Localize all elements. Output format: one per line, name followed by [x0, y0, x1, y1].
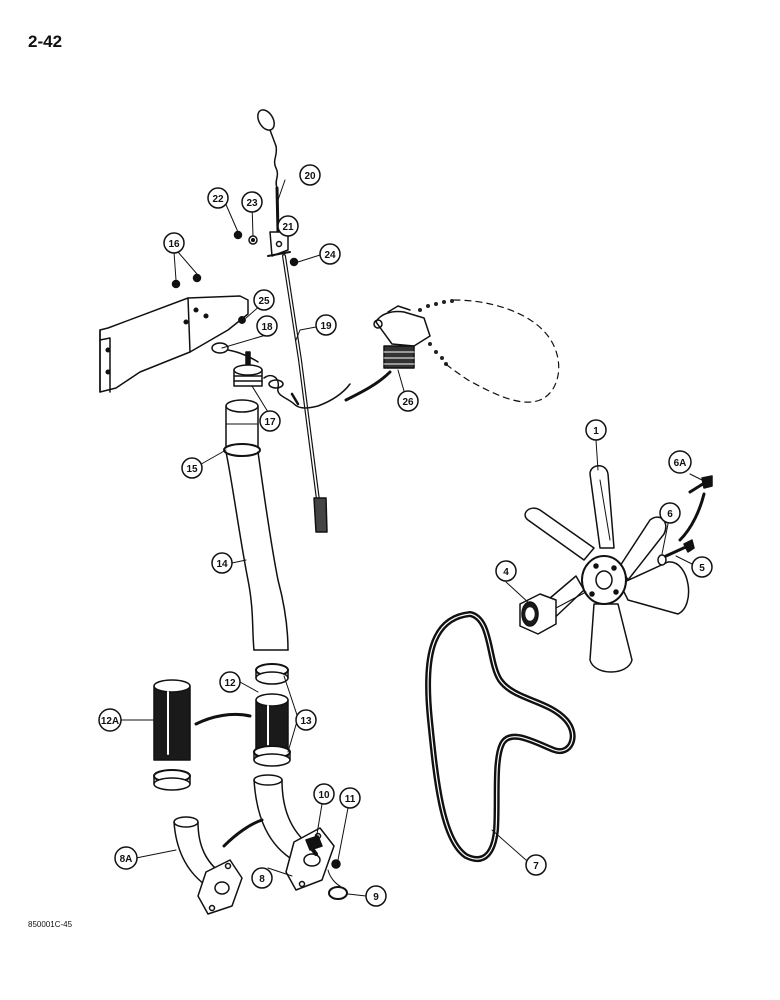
callout-5: 5: [691, 556, 713, 578]
callout-14: 14: [211, 552, 233, 574]
leader-lines: [119, 179, 703, 897]
filler-cap-assembly: [211, 342, 392, 409]
dipstick-assembly: [233, 109, 328, 533]
svg-text:23: 23: [246, 198, 258, 209]
callout-9: 9: [365, 885, 387, 907]
svg-text:15: 15: [186, 464, 198, 475]
callout-7: 7: [525, 854, 547, 876]
cap-detail-26: [373, 299, 560, 403]
svg-text:8: 8: [259, 874, 265, 885]
callout-10: 10: [313, 783, 335, 805]
svg-text:21: 21: [282, 222, 294, 233]
callout-21: 21: [277, 215, 299, 237]
callout-18: 18: [256, 315, 278, 337]
hose-12-clamps-13: [253, 663, 291, 767]
hose-12a: [153, 679, 252, 791]
page-number: 2-42: [28, 32, 63, 51]
callout-23: 23: [241, 191, 263, 213]
callout-6: 6: [659, 502, 681, 524]
svg-text:4: 4: [503, 567, 509, 578]
svg-text:10: 10: [318, 790, 330, 801]
svg-text:13: 13: [300, 716, 312, 727]
callout-26: 26: [397, 390, 419, 412]
callout-19: 19: [315, 314, 337, 336]
svg-text:22: 22: [212, 194, 224, 205]
svg-text:6A: 6A: [674, 458, 687, 469]
callout-22: 22: [207, 187, 229, 209]
svg-text:11: 11: [345, 794, 356, 805]
svg-text:7: 7: [533, 861, 539, 872]
svg-text:12A: 12A: [101, 716, 119, 727]
callout-4: 4: [495, 560, 517, 582]
svg-text:16: 16: [168, 239, 180, 250]
svg-text:12: 12: [224, 678, 236, 689]
figure-code: 850001C-45: [28, 920, 73, 929]
mounting-bracket: [99, 273, 249, 393]
callout-8a: 8A: [114, 846, 138, 870]
callout-12a: 12A: [98, 708, 122, 732]
svg-text:9: 9: [373, 892, 379, 903]
callout-20: 20: [299, 164, 321, 186]
fan-assembly: [519, 465, 713, 673]
callout-6a: 6A: [668, 450, 692, 474]
svg-text:17: 17: [264, 417, 276, 428]
callout-8: 8: [251, 867, 273, 889]
bolt-10-nut-11: [305, 835, 341, 887]
svg-text:1: 1: [593, 426, 599, 437]
filler-neck-tube: [223, 399, 289, 651]
callout-13: 13: [295, 709, 317, 731]
svg-text:14: 14: [216, 559, 228, 570]
svg-text:26: 26: [402, 397, 414, 408]
o-ring-9: [328, 886, 348, 900]
svg-text:24: 24: [324, 250, 336, 261]
leader-26: [397, 369, 405, 392]
svg-text:18: 18: [261, 322, 273, 333]
callout-24: 24: [319, 243, 341, 265]
callout-11: 11: [339, 787, 361, 809]
callout-25: 25: [253, 289, 275, 311]
fan-belt-7: [425, 611, 576, 862]
callout-17: 17: [259, 410, 281, 432]
svg-text:8A: 8A: [120, 854, 133, 865]
callout-12: 12: [219, 671, 241, 693]
callout-15: 15: [181, 457, 203, 479]
svg-text:6: 6: [667, 509, 673, 520]
svg-text:5: 5: [699, 563, 705, 574]
svg-text:19: 19: [320, 321, 332, 332]
elbow-tube-8a: [173, 816, 264, 915]
callout-1: 1: [585, 419, 607, 441]
svg-text:20: 20: [304, 171, 316, 182]
callout-16: 16: [163, 232, 185, 254]
svg-text:25: 25: [258, 296, 270, 307]
